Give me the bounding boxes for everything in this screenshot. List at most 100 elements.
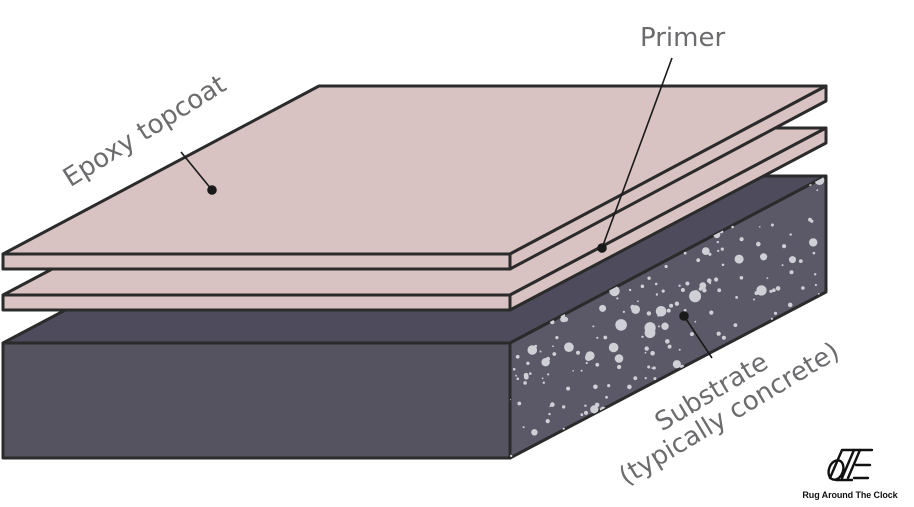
concrete-speckle	[531, 429, 538, 436]
concrete-speckle	[637, 300, 639, 303]
concrete-speckle	[789, 233, 792, 236]
concrete-speckle	[683, 251, 687, 255]
concrete-speckle	[627, 384, 632, 390]
concrete-speckle	[646, 311, 652, 316]
concrete-speckle	[680, 288, 685, 292]
concrete-speckle	[716, 240, 719, 244]
primer-front-edge	[1, 293, 512, 312]
concrete-speckle	[756, 285, 767, 296]
concrete-speckle	[594, 402, 600, 408]
concrete-speckle	[789, 256, 796, 264]
concrete-speckle	[667, 344, 672, 349]
concrete-speckle	[572, 370, 574, 372]
concrete-speckle	[584, 410, 588, 415]
concrete-speckle	[672, 360, 682, 369]
concrete-speckle	[616, 297, 619, 300]
concrete-speckle	[787, 302, 793, 308]
concrete-speckle	[664, 264, 668, 269]
concrete-speckle	[720, 247, 724, 251]
concrete-speckle	[701, 247, 710, 256]
concrete-speckle	[607, 384, 611, 388]
concrete-speckle	[731, 225, 734, 229]
concrete-speckle	[733, 323, 738, 327]
concrete-speckle	[523, 381, 527, 385]
concrete-speckle	[734, 254, 744, 264]
primer-side-edge	[508, 126, 828, 312]
concrete-speckle	[694, 320, 697, 323]
concrete-speckle	[814, 273, 817, 276]
topcoat-leader-dot	[207, 185, 217, 195]
concrete-speckle	[522, 426, 525, 429]
concrete-speckle	[683, 308, 687, 312]
concrete-speckle	[739, 237, 744, 242]
concrete-speckle	[644, 346, 649, 351]
concrete-speckle	[552, 345, 554, 348]
concrete-speckle	[661, 322, 669, 330]
concrete-speckle	[562, 405, 566, 409]
topcoat-front-edge	[1, 252, 512, 271]
concrete-speckle	[526, 361, 530, 365]
concrete-speckle	[633, 376, 638, 381]
concrete-speckle	[635, 307, 637, 309]
concrete-speckle	[510, 398, 511, 401]
substrate-front-face	[1, 341, 512, 460]
topcoat-side-edge	[508, 84, 828, 271]
primer-leader-dot	[597, 243, 607, 253]
substrate-leader-line	[683, 315, 713, 359]
concrete-speckle	[605, 395, 608, 399]
concrete-speckle	[665, 339, 670, 344]
primer-label: Primer	[640, 23, 726, 53]
concrete-speckle	[760, 253, 768, 261]
concrete-speckle	[766, 277, 769, 280]
concrete-speckle	[615, 319, 627, 331]
concrete-speckle	[552, 352, 557, 356]
concrete-speckle	[596, 336, 599, 339]
concrete-speckle	[644, 377, 647, 380]
primer-leader-line	[601, 57, 673, 249]
concrete-speckle	[756, 241, 761, 247]
concrete-speckle	[592, 325, 595, 328]
concrete-speckle	[798, 259, 803, 263]
concrete-speckle	[678, 348, 681, 351]
concrete-speckle	[603, 335, 608, 340]
concrete-speckle	[547, 373, 550, 376]
concrete-speckle	[661, 289, 665, 293]
brand-logo-space	[792, 440, 908, 488]
concrete-speckle	[772, 288, 776, 293]
concrete-speckle	[669, 303, 674, 308]
concrete-speckle	[580, 369, 583, 372]
concrete-speckle	[789, 270, 794, 275]
concrete-speckle	[617, 364, 622, 370]
concrete-speckle	[808, 217, 812, 222]
brand-name: Rug Around The Clock	[802, 490, 898, 500]
topcoat-layer	[1, 84, 828, 271]
concrete-speckle	[685, 281, 690, 286]
concrete-speckle	[539, 350, 542, 353]
concrete-speckle	[529, 372, 532, 375]
concrete-speckle	[576, 350, 580, 355]
concrete-speckle	[650, 351, 655, 356]
concrete-speckle	[555, 336, 559, 340]
concrete-speckle	[809, 238, 818, 247]
concrete-speckle	[759, 226, 761, 228]
concrete-speckle	[564, 342, 574, 353]
concrete-speckle	[541, 377, 544, 380]
concrete-speckle	[593, 384, 598, 390]
topcoat-leader-line	[180, 151, 213, 191]
concrete-speckle	[595, 362, 600, 367]
concrete-speckle	[542, 381, 545, 384]
concrete-speckle	[770, 223, 774, 227]
concrete-speckle	[699, 282, 707, 290]
concrete-speckle	[515, 354, 520, 359]
concrete-speckle	[647, 365, 651, 369]
concrete-speckle	[622, 310, 626, 313]
concrete-speckle	[655, 306, 667, 317]
concrete-speckle	[739, 276, 744, 280]
concrete-speckle	[666, 308, 671, 313]
concrete-speckle	[689, 290, 702, 303]
concrete-speckle	[814, 283, 818, 287]
concrete-speckle	[781, 264, 784, 267]
concrete-speckle	[585, 361, 588, 365]
concrete-speckle	[548, 412, 551, 416]
concrete-speckle	[655, 293, 659, 296]
